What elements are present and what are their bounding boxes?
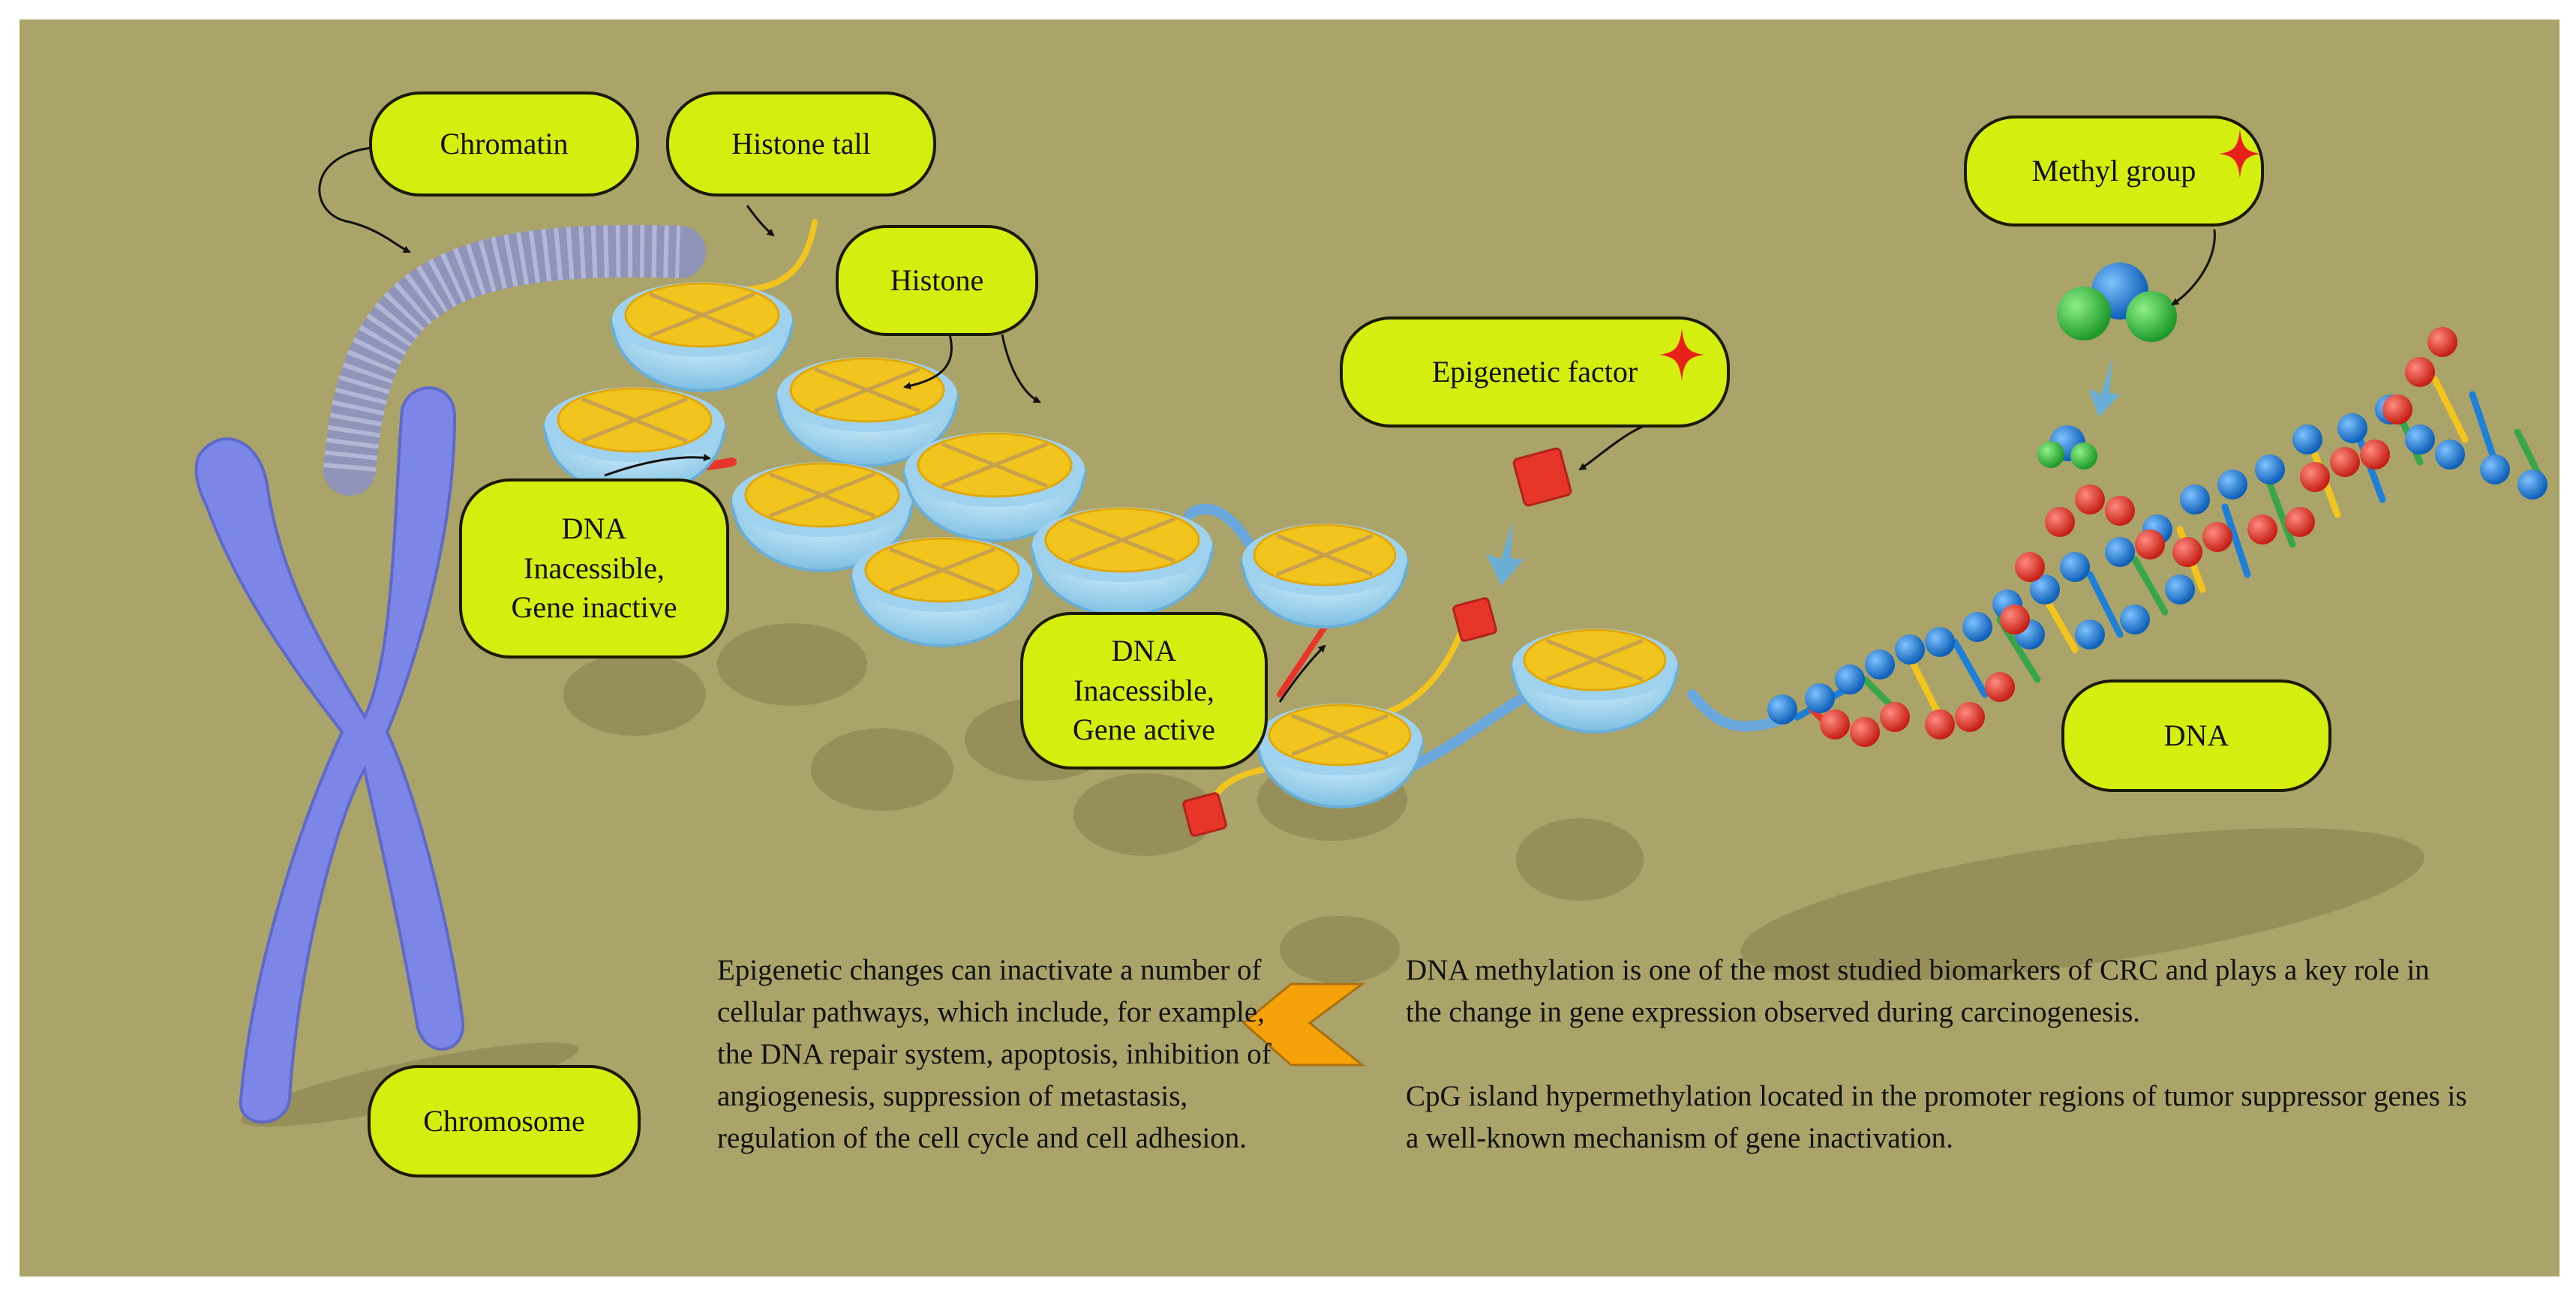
nucleosome xyxy=(1510,628,1680,734)
histone-nucleosomes xyxy=(542,282,1680,808)
nucleosome xyxy=(1030,507,1214,617)
cpg-hypermethylation-paragraph: CpG island hypermethylation located in t… xyxy=(1406,1080,2467,1154)
nucleosome xyxy=(1255,704,1425,808)
dna-methylation-paragraph: DNA methylation is one of the most studi… xyxy=(1406,954,2430,1028)
red-sparkle-star-icon xyxy=(1659,328,1704,381)
pathways-paragraph: Epigenetic changes can inactivate a numb… xyxy=(717,954,1271,1154)
dna-label: DNA xyxy=(2061,680,2331,792)
chromosome-label: Chromosome xyxy=(368,1065,641,1178)
dna-inaccessible-gene-inactive-label: DNA Inacessible, Gene inactive xyxy=(459,478,729,658)
histone-tail-label: Histone tall xyxy=(666,92,936,196)
dna-blue-backbone xyxy=(1767,394,2547,724)
diagram-artwork xyxy=(194,146,2547,1127)
diagram-panel: Chromatin Histone tall Histone DNA Inace… xyxy=(20,20,2559,1276)
methyl-group-label: Methyl group xyxy=(1964,116,2264,226)
chromosome-shape xyxy=(194,386,465,1124)
nucleosome xyxy=(730,462,914,572)
dna-inaccessible-gene-active-label: DNA Inacessible, Gene active xyxy=(1020,612,1268,770)
methyl-group-molecule xyxy=(2037,262,2177,470)
dna-double-helix xyxy=(1767,327,2547,747)
nucleosome xyxy=(1240,524,1410,628)
red-sparkle-star-icon xyxy=(2219,129,2261,178)
nucleosome xyxy=(850,537,1034,647)
orange-chevron-arrow xyxy=(1241,982,1366,1066)
epigenetic-factor-cubes xyxy=(1182,447,1572,837)
histone-label: Histone xyxy=(836,225,1038,336)
leader-arrows xyxy=(318,146,2216,703)
nucleosome xyxy=(610,282,794,392)
chromatin-coil xyxy=(323,224,706,496)
nucleosome xyxy=(902,432,1087,542)
nucleosome xyxy=(775,357,959,467)
chromatin-label: Chromatin xyxy=(369,92,639,196)
dna-red-backbone xyxy=(1820,327,2457,747)
epigenetic-factor-label: Epigenetic factor xyxy=(1340,316,1730,428)
